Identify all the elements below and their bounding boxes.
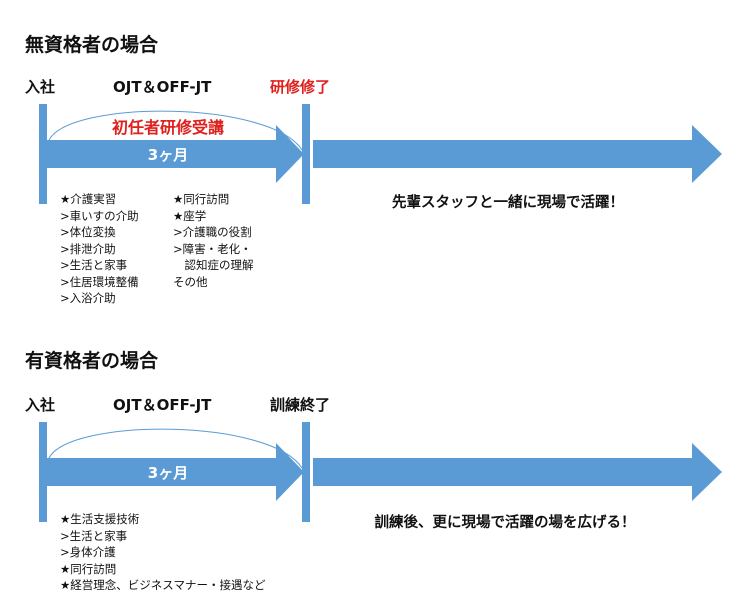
- training-list: ★生活支援技術 >生活と家事 >身体介護 ★同行訪問 ★経営理念、ビジネスマナー…: [60, 511, 265, 594]
- list-item: >生活と家事: [60, 258, 128, 272]
- section-title: 無資格者の場合: [25, 34, 159, 56]
- list-item: 認知症の理解: [173, 258, 254, 272]
- start-label: 入社: [25, 396, 56, 414]
- end-label: 訓練終了: [270, 396, 331, 414]
- course-label: 初任者研修受講: [112, 118, 225, 137]
- list-item: >住居環境整備: [60, 274, 139, 289]
- list-item: ★介護実習: [60, 192, 117, 206]
- list-item: >車いすの介助: [60, 208, 139, 223]
- training-list: ★同行訪問 ★座学 >介護職の役割 >障害・老化・ 認知症の理解 その他: [173, 191, 254, 290]
- career-arrow: [313, 443, 722, 501]
- program-label: OJT＆OFF-JT: [113, 78, 212, 96]
- list-item: ★同行訪問: [60, 561, 117, 576]
- after-message: 先輩スタッフと一緒に現場で活躍！: [392, 195, 624, 211]
- list-item: >介護職の役割: [173, 225, 252, 239]
- list-item: ★同行訪問: [173, 192, 230, 206]
- end-marker-bar: [302, 422, 310, 522]
- start-label: 入社: [25, 78, 56, 96]
- program-label: OJT＆OFF-JT: [113, 396, 212, 414]
- training-list: ★介護実習 >車いすの介助 >体位変換 >排泄介助 >生活と家事 >住居環境整備…: [60, 191, 139, 307]
- list-item: ★座学: [173, 208, 207, 223]
- list-item: >体位変換: [60, 225, 116, 239]
- list-item: >身体介護: [60, 545, 116, 559]
- duration-label: 3ヶ月: [147, 464, 189, 482]
- list-item: ★経営理念、ビジネスマナー・接遇など: [60, 578, 266, 592]
- training-arrow: [47, 125, 304, 183]
- after-message: 訓練後、更に現場で活躍の場を広げる！: [374, 515, 636, 531]
- start-marker-bar: [39, 422, 47, 522]
- start-marker-bar: [39, 104, 47, 204]
- career-arrow: [313, 125, 722, 183]
- list-item: >障害・老化・: [173, 241, 252, 256]
- end-marker-bar: [302, 104, 310, 204]
- end-label: 研修修了: [270, 78, 331, 96]
- training-arrow: [47, 443, 304, 501]
- duration-label: 3ヶ月: [147, 146, 189, 164]
- section-title: 有資格者の場合: [25, 350, 159, 372]
- list-item: >生活と家事: [60, 528, 128, 543]
- list-item: >排泄介助: [60, 241, 116, 256]
- list-item: ★生活支援技術: [60, 512, 140, 526]
- list-item: その他: [173, 274, 208, 289]
- list-item: >入浴介助: [60, 291, 116, 305]
